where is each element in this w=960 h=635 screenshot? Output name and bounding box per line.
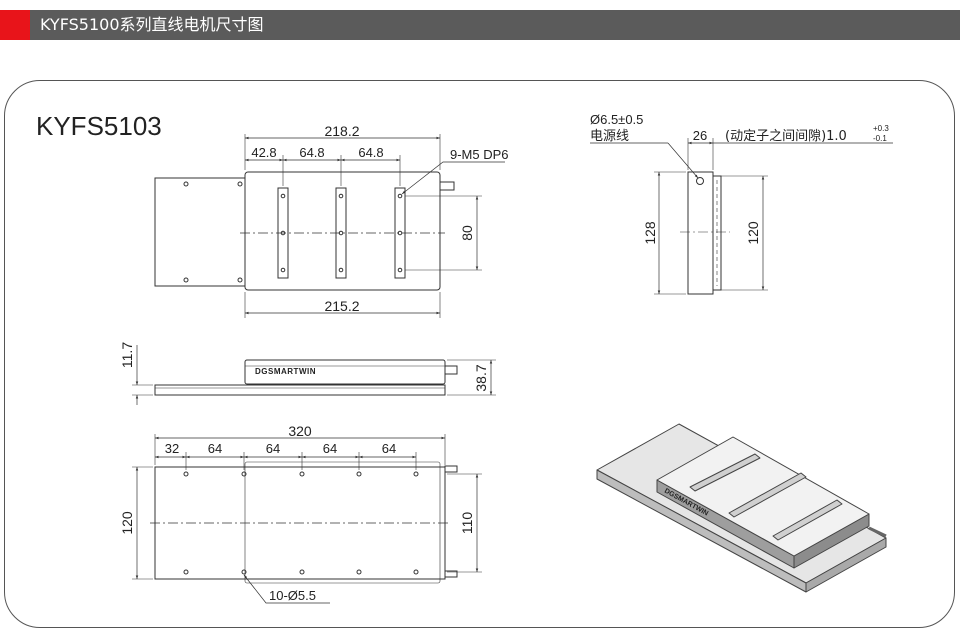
dim-outer-height: 128 [642,221,658,245]
base-hole [356,569,362,575]
dim-hole-span: 110 [459,512,475,535]
iso-base-side [805,537,887,593]
dim-overall-width: 218.2 [324,123,359,139]
base-hole [183,569,189,575]
dim-base-length: 320 [288,423,312,439]
stator-hole [237,181,243,187]
dim-bar-height: 80 [459,225,475,241]
base-hole [183,471,189,477]
dim-pitch-c: 64 [323,441,337,456]
base-cable-stub [444,570,458,578]
base-cable-stub [444,465,458,473]
page-header: KYFS5100系列直线电机尺寸图 [0,10,960,40]
iso-cable [868,526,887,538]
drawing-frame [4,80,955,628]
base-hole [356,471,362,477]
base-hole [299,569,305,575]
thread-callout: 9-M5 DP6 [450,147,509,162]
bar-hole [280,267,286,273]
dim-pitch-1: 42.8 [251,145,276,160]
top-stator [154,177,246,287]
end-gap-strip [712,175,722,291]
side-view [132,345,496,405]
side-cable-stub [444,365,458,375]
side-brand: DGSMARTWIN [255,367,316,376]
cable-circle [696,177,704,185]
gap-tol-lower: -0.1 [873,134,887,143]
stator-hole [183,277,189,283]
dim-thickness: 11.7 [119,342,135,368]
dim-base-width: 120 [119,511,135,535]
gap-note: (动定子之间间隙)1.0 [725,129,847,144]
dim-pitch-b: 64 [266,441,280,456]
base-hole [413,471,419,477]
dim-pitch-a: 64 [208,441,222,456]
cable-stub [439,181,455,191]
header-bar [30,10,960,40]
stator-hole [183,181,189,187]
bar-hole [397,193,403,199]
cable-diameter: Ø6.5±0.5 [590,112,643,127]
dim-pitch-first: 32 [165,441,179,456]
base-mover-outline [244,461,441,584]
hole-callout: 10-Ø5.5 [269,588,316,603]
header-title: KYFS5100系列直线电机尺寸图 [40,15,264,34]
end-mover [687,171,714,295]
bar-hole [338,193,344,199]
iso-view [596,423,887,593]
model-label: KYFS5103 [36,111,162,141]
end-view [590,138,893,295]
dim-cable-offset: 26 [693,128,707,143]
bar-hole [338,267,344,273]
dim-pitch-3: 64.8 [358,145,383,160]
side-stator [154,384,446,396]
base-hole [241,569,247,575]
dim-base-width: 215.2 [324,298,359,314]
bar-hole [280,193,286,199]
top-view [154,134,505,318]
gap-tol-upper: +0.3 [873,124,889,133]
base-view [132,434,482,604]
iso-bar [728,472,807,518]
dim-inner-height: 120 [745,221,761,245]
base-hole [299,471,305,477]
header-accent [0,10,30,40]
base-hole [241,471,247,477]
cable-label: 电源线 [590,129,629,144]
dim-pitch-2: 64.8 [299,145,324,160]
iso-bar [689,453,761,492]
iso-bar [772,499,843,541]
dim-total-height: 38.7 [473,364,489,391]
dim-pitch-d: 64 [382,441,396,456]
top-mover [244,171,441,291]
stator-hole [237,277,243,283]
bar-hole [397,267,403,273]
base-hole [413,569,419,575]
